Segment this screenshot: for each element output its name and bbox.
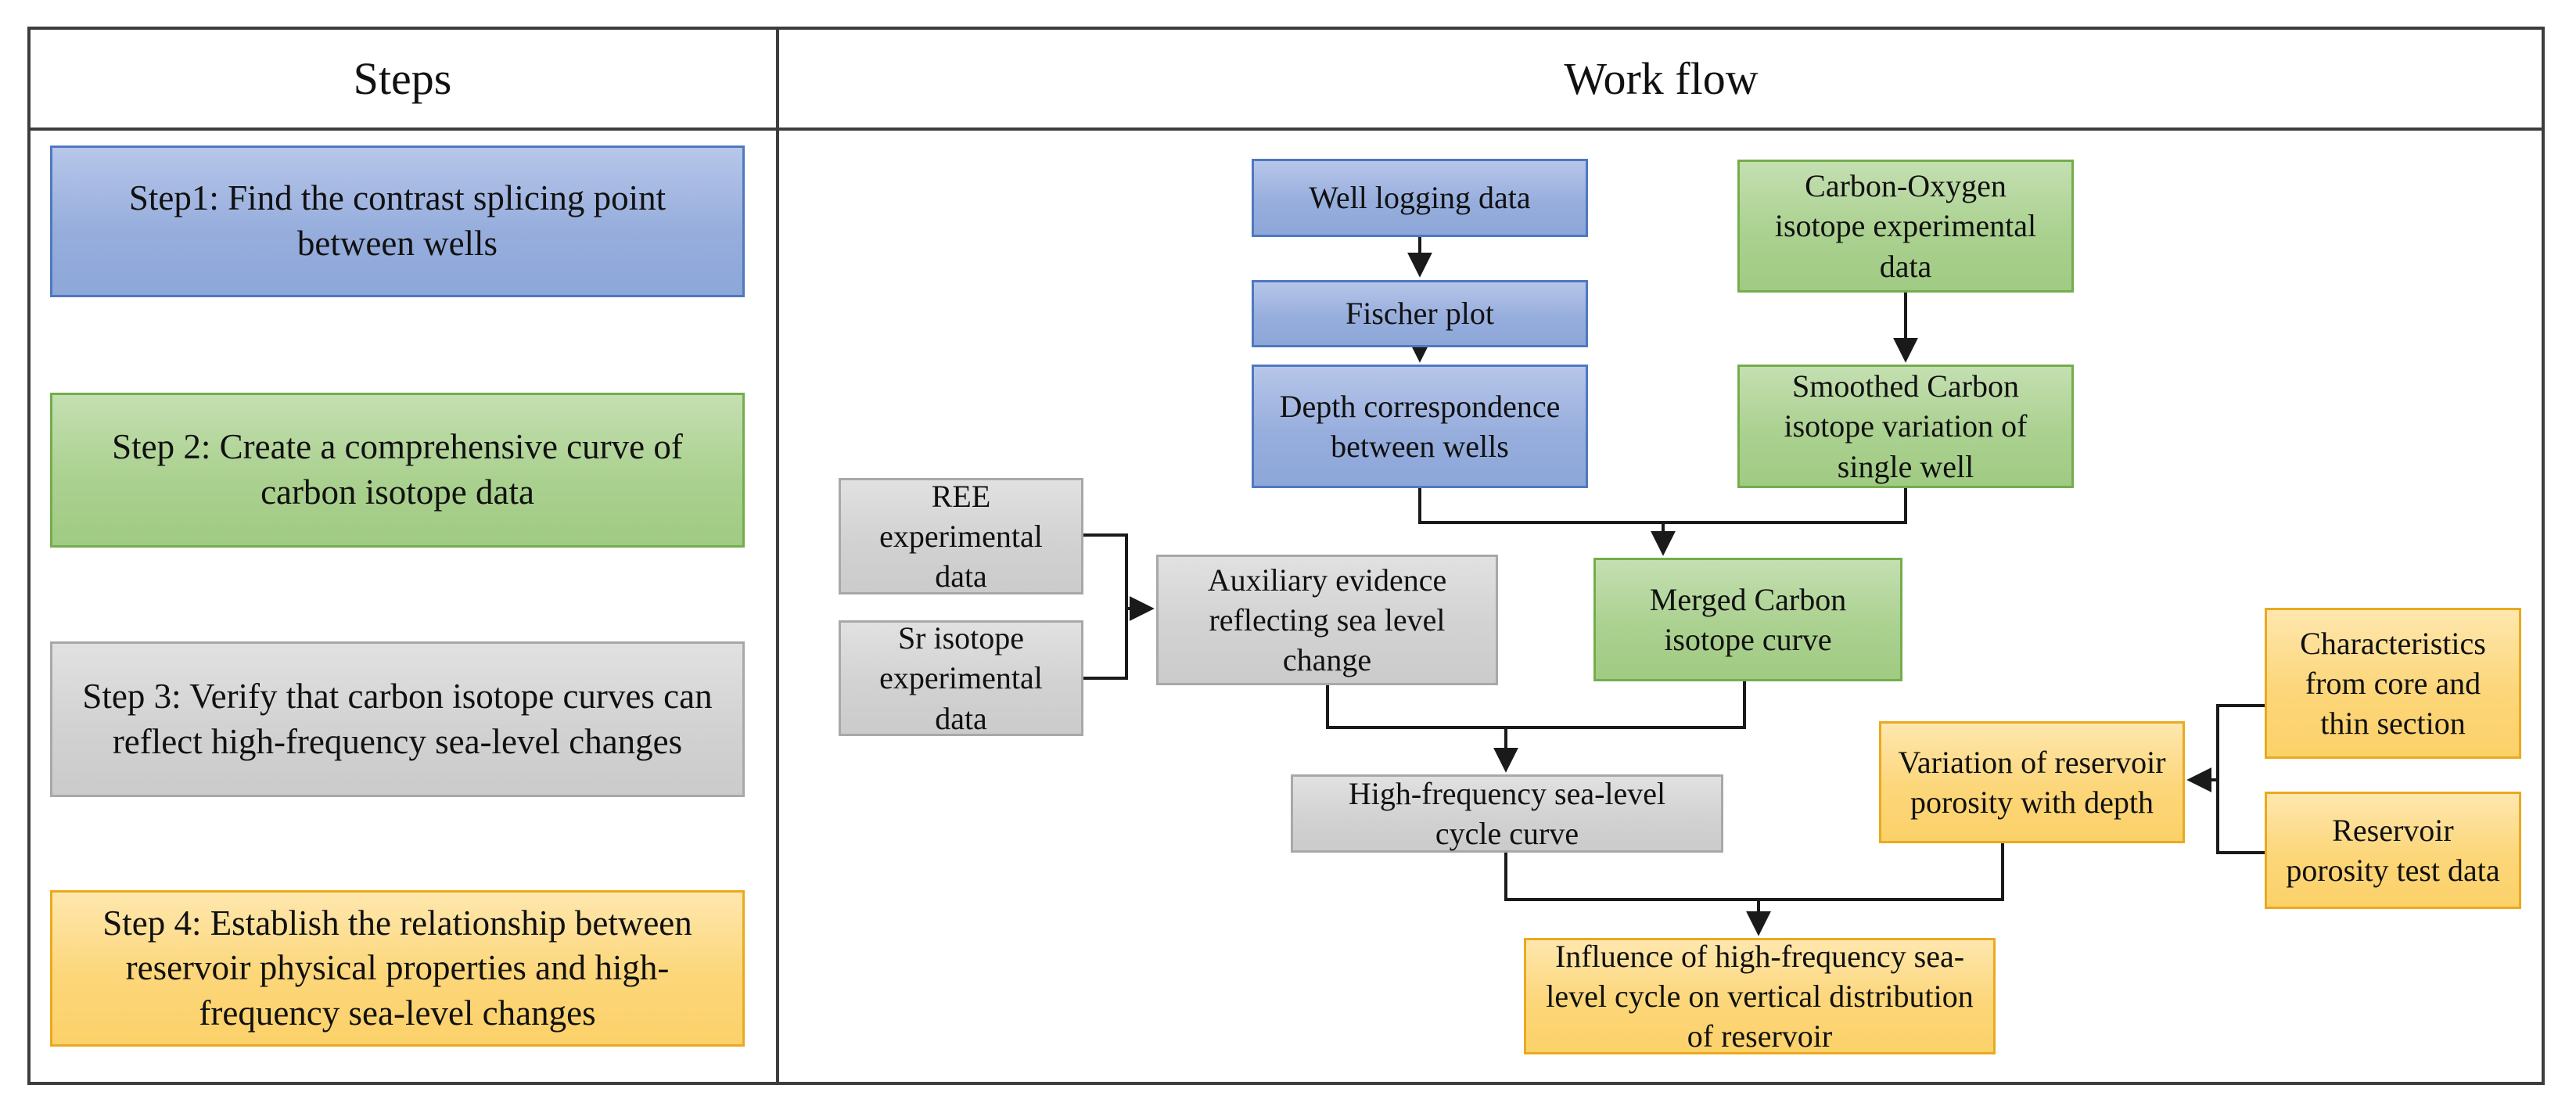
step1-box: Step1: Find the contrast splicing point … (50, 145, 745, 297)
influence-distribution-box: Influence of high-frequency sea-level cy… (1524, 938, 1996, 1054)
connector-ree-sr-bracket (1083, 533, 1128, 680)
table-header-separator (27, 128, 2545, 131)
connector-depth-smoothed-merge (1418, 488, 1907, 524)
table-border-right (2542, 27, 2545, 1085)
depth-correspondence-box: Depth correspondence between wells (1252, 365, 1588, 488)
step4-box: Step 4: Establish the relationship betwe… (50, 890, 745, 1047)
well-logging-data-box: Well logging data (1252, 159, 1588, 237)
table-column-divider (776, 27, 779, 1085)
smoothed-carbon-isotope-box: Smoothed Carbon isotope variation of sin… (1737, 365, 2074, 488)
sr-isotope-data-box: Sr isotope experimental data (839, 620, 1083, 736)
connector-characteristics-reservoir-bracket (2216, 704, 2265, 854)
ree-experimental-data-box: REE experimental data (839, 478, 1083, 595)
step2-box: Step 2: Create a comprehensive curve of … (50, 393, 745, 548)
high-frequency-cycle-box: High-frequency sea-level cycle curve (1291, 774, 1723, 853)
fischer-plot-box: Fischer plot (1252, 280, 1588, 347)
characteristics-core-box: Characteristics from core and thin secti… (2265, 608, 2521, 759)
merged-carbon-curve-box: Merged Carbon isotope curve (1593, 558, 1902, 681)
connector-auxiliary-merged-merge (1326, 681, 1746, 729)
connector-highfrequency-variation-merge (1504, 843, 2004, 901)
variation-porosity-box: Variation of reservoir porosity with dep… (1879, 721, 2185, 843)
reservoir-porosity-test-box: Reservoir porosity test data (2265, 792, 2521, 909)
carbon-oxygen-isotope-box: Carbon-Oxygen isotope experimental data (1737, 160, 2074, 293)
auxiliary-evidence-box: Auxiliary evidence reflecting sea level … (1156, 555, 1498, 685)
table-border-top (27, 27, 2545, 30)
table-border-bottom (27, 1082, 2545, 1085)
table-border-left (27, 27, 31, 1085)
steps-column-header: Steps (353, 53, 452, 104)
workflow-column-header: Work flow (1564, 53, 1759, 104)
step3-box: Step 3: Verify that carbon isotope curve… (50, 641, 745, 797)
